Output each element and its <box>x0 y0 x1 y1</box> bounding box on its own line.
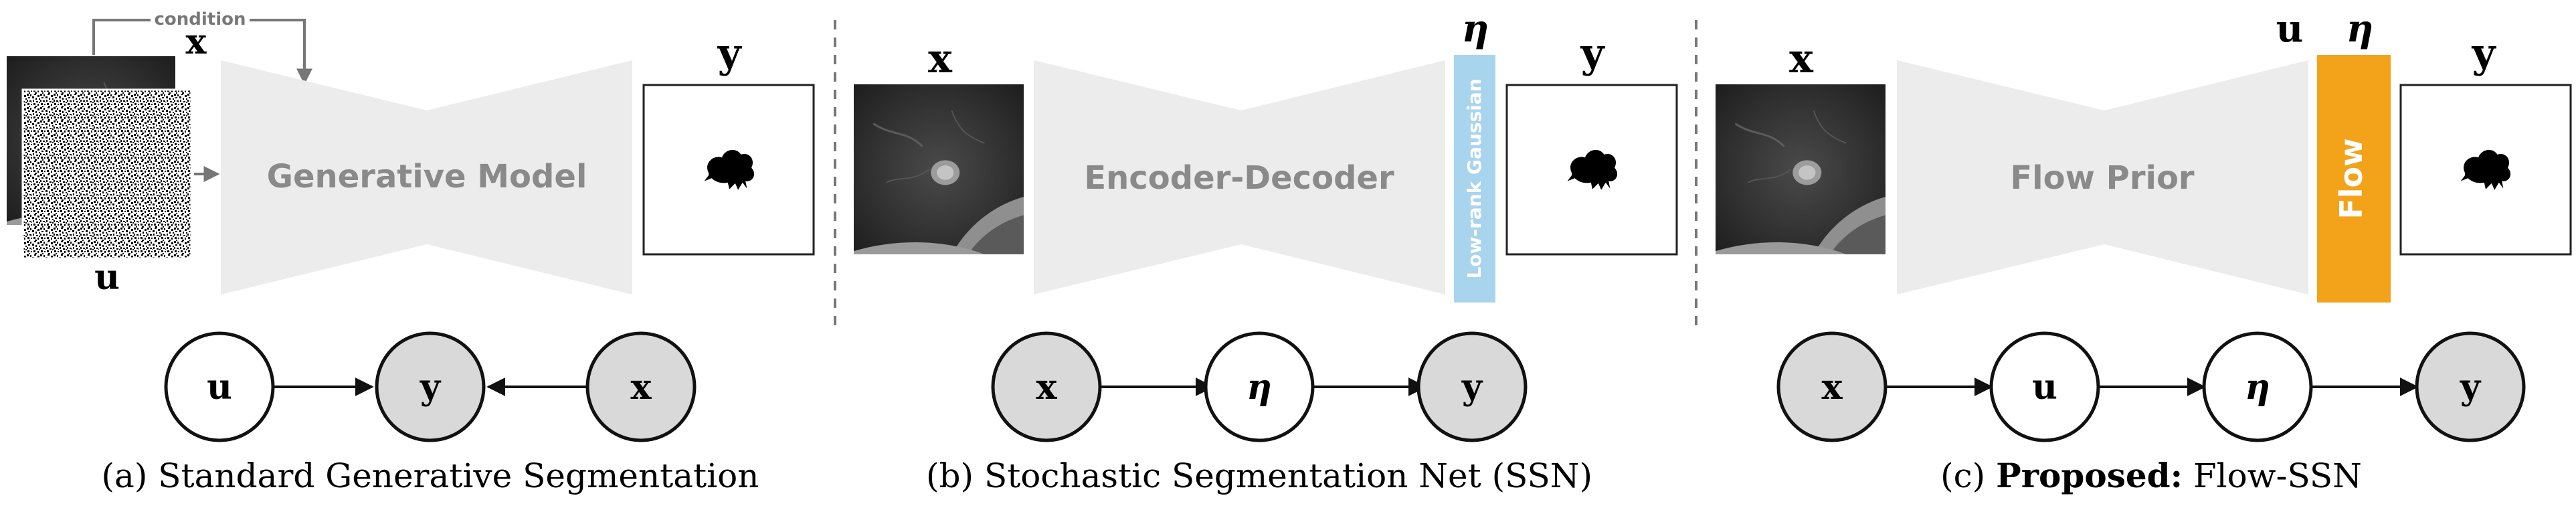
flow-block-label: Flow <box>2333 138 2369 219</box>
node-y <box>1416 331 1528 442</box>
input-image-x <box>1716 84 1885 254</box>
input-label-x: x <box>1789 35 1814 82</box>
node-x <box>1776 331 1888 442</box>
generative-model-block <box>221 60 632 294</box>
node-eta <box>2202 331 2313 442</box>
node-u <box>164 331 275 442</box>
panel-a: condition x u Generative Model y u y x (… <box>7 9 815 495</box>
caption-c: (c) Proposed: Flow-SSN <box>1940 456 2362 495</box>
noise-label-u: u <box>2276 7 2304 51</box>
caption-b: (b) Stochastic Segmentation Net (SSN) <box>926 456 1592 495</box>
output-label-y: y <box>1580 30 1606 77</box>
node-label: u <box>2032 367 2057 408</box>
noise-label-u: u <box>94 257 120 298</box>
node-eta <box>1204 331 1315 442</box>
node-label: η <box>1247 367 1272 408</box>
node-label: x <box>1821 367 1843 408</box>
node-x <box>585 331 697 442</box>
low-rank-gaussian-block <box>1454 55 1495 303</box>
input-label-x: x <box>928 35 953 82</box>
graph-c: x u η y <box>1776 331 2526 442</box>
node-label: x <box>630 367 652 408</box>
node-label: u <box>207 367 232 408</box>
flow-block <box>2317 55 2391 303</box>
output-label-y: y <box>717 30 743 77</box>
generative-model-label: Generative Model <box>267 158 587 195</box>
low-rank-gaussian-label: Low-rank Gaussian <box>1463 78 1485 278</box>
node-x <box>991 331 1102 442</box>
node-label: y <box>2460 367 2482 408</box>
node-label: η <box>2245 367 2270 408</box>
graph-a: u y x <box>164 331 697 442</box>
node-u <box>1989 331 2100 442</box>
node-y <box>375 331 486 442</box>
input-label-x: x <box>185 21 207 62</box>
node-label: x <box>1036 367 1057 408</box>
panel-b: x Encoder-Decoder η Low-rank Gaussian y … <box>854 7 1678 495</box>
encoder-decoder-block <box>1034 60 1445 294</box>
output-label-y: y <box>2472 30 2497 77</box>
head-label-eta: η <box>2347 7 2374 51</box>
caption-a: (a) Standard Generative Segmentation <box>102 456 759 495</box>
encoder-decoder-label: Encoder-Decoder <box>1084 159 1394 197</box>
noise-image-u <box>21 88 193 260</box>
flow-prior-block <box>1897 60 2308 294</box>
node-label: y <box>420 367 442 408</box>
panel-c: x Flow Prior u η Flow y x u η y (c) Prop… <box>1716 7 2572 495</box>
condition-label: condition <box>154 9 246 29</box>
node-label: y <box>1461 367 1483 408</box>
node-y <box>2415 331 2526 442</box>
head-label-eta: η <box>1462 7 1489 51</box>
graph-b: x η y <box>991 331 1528 442</box>
flow-prior-label: Flow Prior <box>2010 159 2195 197</box>
input-image-x <box>854 84 1024 254</box>
